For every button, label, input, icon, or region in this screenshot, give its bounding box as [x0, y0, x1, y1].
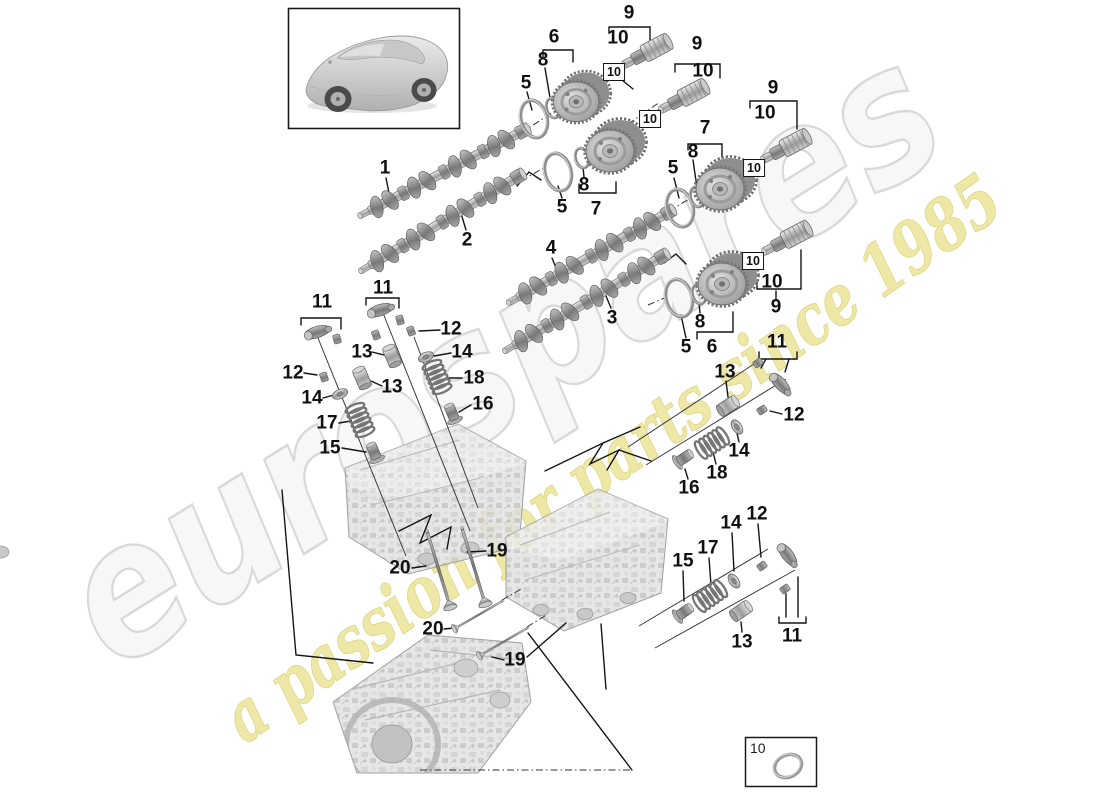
legend-label: 10: [750, 740, 766, 756]
spring-retainer-14d: [725, 571, 743, 591]
cylinder-head-right-drawing: [505, 488, 669, 632]
vehicle-illustration: [305, 35, 449, 113]
valve-seal-15d: [670, 599, 698, 626]
leader-lines: [281, 26, 807, 771]
pivot-element-11d: [778, 583, 792, 595]
cylinder-head-left-drawing: [0, 423, 527, 575]
rocker-arm-11d: [774, 540, 802, 571]
valve-keeper-12d: [755, 560, 769, 572]
camshaft-adjuster-6a: [550, 69, 613, 125]
assembly-axis-lines: [317, 312, 796, 649]
tappet-13d: [727, 598, 755, 624]
actuator-9a: [617, 31, 676, 74]
legend-seal-ring: [772, 752, 804, 780]
legend-box: [744, 736, 818, 788]
engine-block-drawing: [332, 634, 532, 774]
camshaft-1-drawing: [352, 116, 536, 228]
valve-spring-17d: [689, 577, 731, 615]
vehicle-thumbnail: [287, 7, 461, 130]
